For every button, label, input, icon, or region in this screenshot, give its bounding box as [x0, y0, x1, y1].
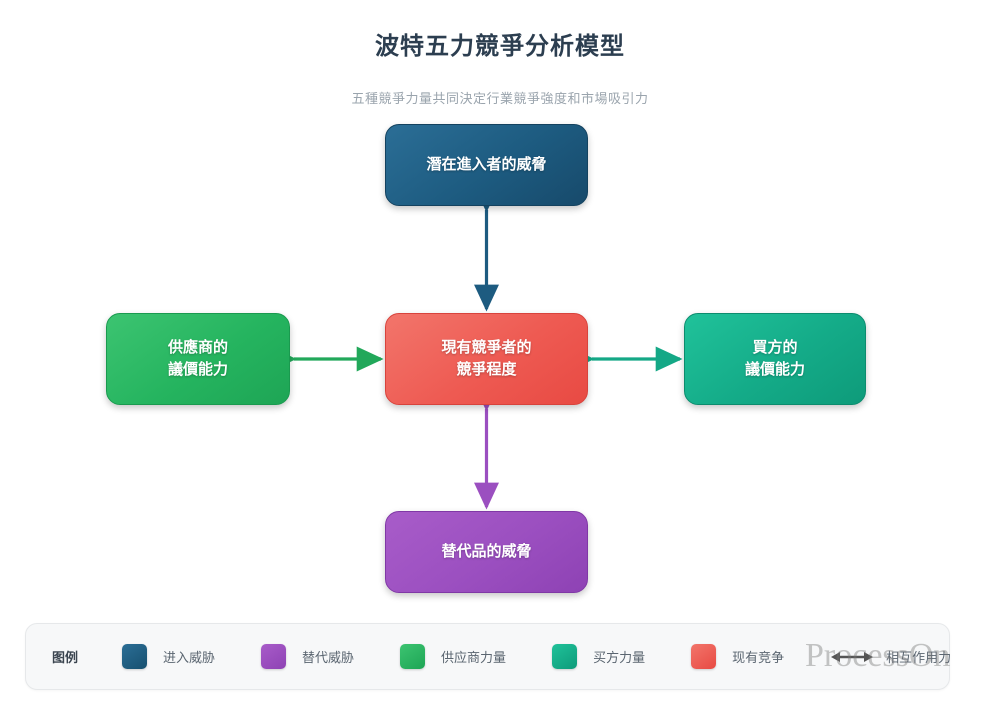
legend-item-supplier-power[interactable]: 供应商力量: [400, 644, 506, 669]
double-arrow-icon: [831, 651, 874, 662]
node-competitive-rivalry[interactable]: 現有競爭者的 競爭程度: [385, 313, 588, 405]
page-subtitle: 五種競爭力量共同決定行業競爭強度和市場吸引力: [351, 91, 649, 106]
legend-item-label: 现有竞争: [732, 650, 785, 665]
legend-item-label: 买方力量: [593, 650, 646, 665]
legend-item-label: 进入威胁: [163, 650, 216, 665]
page-title: 波特五力競爭分析模型: [375, 33, 625, 60]
node-entrants-label: 潛在進入者的威脅: [426, 156, 547, 174]
legend-item-buyer-power[interactable]: 买方力量: [552, 644, 645, 669]
node-suppliers-label: 供應商的 議價能力: [167, 339, 228, 378]
color-swatch-icon: [122, 644, 148, 669]
color-swatch-icon: [400, 644, 426, 669]
legend-item-label: 替代威胁: [302, 650, 355, 665]
node-rivalry-label: 現有競爭者的 競爭程度: [441, 339, 532, 378]
node-bargaining-power-of-suppliers[interactable]: 供應商的 議價能力: [106, 313, 290, 405]
node-threat-of-substitutes[interactable]: 替代品的威脅: [385, 511, 588, 593]
color-swatch-icon: [261, 644, 287, 669]
legend-item-label: 供应商力量: [441, 650, 507, 665]
legend-title: 图例: [52, 650, 79, 665]
color-swatch-icon: [552, 644, 578, 669]
node-bargaining-power-of-buyers[interactable]: 買方的 議價能力: [684, 313, 866, 405]
node-substitutes-label: 替代品的威脅: [441, 543, 532, 561]
node-threat-of-new-entrants[interactable]: 潛在進入者的威脅: [385, 124, 588, 206]
color-swatch-icon: [691, 644, 717, 669]
legend-item-existing-rivalry[interactable]: 现有竞争: [691, 644, 784, 669]
legend-item-label: 相互作用力: [886, 650, 952, 665]
legend-item-entrant-threat[interactable]: 进入威胁: [122, 644, 215, 669]
legend-panel: 图例 进入威胁 替代威胁 供应商力量 买方力量 现有竞争: [25, 623, 951, 690]
legend-items: 进入威胁 替代威胁 供应商力量 买方力量 现有竞争 相互作用力: [122, 644, 951, 669]
five-forces-diagram: 潛在進入者的威脅 供應商的 議價能力 現有競爭者的 競爭程度 買方的 議價能力 …: [106, 124, 866, 593]
legend-item-interaction-force[interactable]: 相互作用力: [830, 646, 951, 668]
node-buyers-label: 買方的 議價能力: [744, 339, 805, 378]
legend-item-substitute-threat[interactable]: 替代威胁: [261, 644, 354, 669]
